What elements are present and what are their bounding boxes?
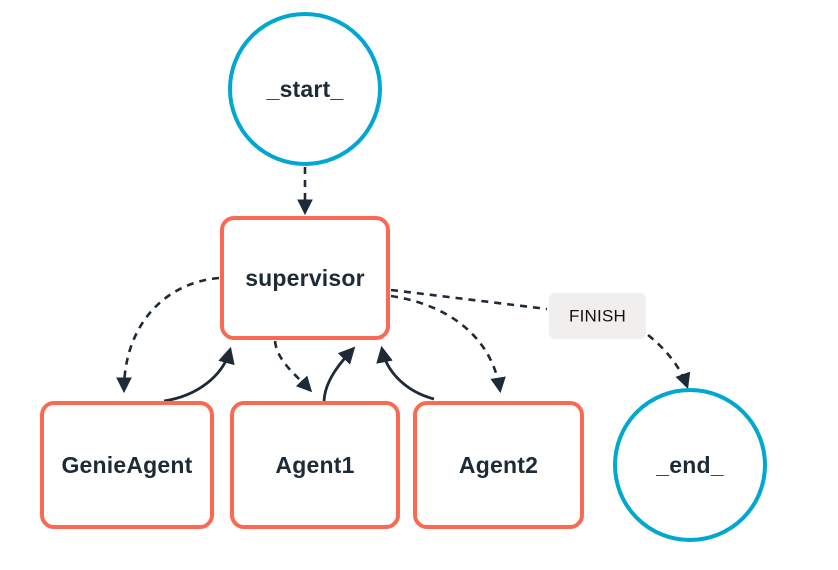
node-genieagent-shape[interactable] xyxy=(40,401,214,529)
node-agent1-label: Agent1 xyxy=(275,452,354,478)
node-agent1-shape[interactable] xyxy=(230,401,400,529)
node-start[interactable]: _start_ xyxy=(228,12,382,166)
edge-supervisor-to-agent2 xyxy=(390,294,506,394)
node-end-label: _end_ xyxy=(655,452,723,478)
nodes-layer: _start_ supervisor GenieAgent Agent1 Age… xyxy=(40,12,767,542)
node-agent2-label: Agent2 xyxy=(459,452,538,478)
edges-layer xyxy=(116,167,691,403)
node-start-shape[interactable] xyxy=(228,12,382,166)
edge-agent1-to-supervisor xyxy=(322,346,356,402)
edge-genieagent-to-supervisor xyxy=(163,346,235,403)
edge-label-finish: FINISH xyxy=(549,293,646,339)
node-agent1[interactable]: Agent1 xyxy=(230,401,400,529)
edge-supervisor-to-genieagent xyxy=(116,276,220,394)
node-genieagent[interactable]: GenieAgent xyxy=(40,401,214,529)
node-supervisor-label: supervisor xyxy=(245,265,365,291)
node-end[interactable]: _end_ xyxy=(613,388,767,542)
node-agent2-shape[interactable] xyxy=(413,401,584,529)
edge-supervisor-to-end xyxy=(390,288,548,311)
node-end-shape[interactable] xyxy=(613,388,767,542)
finish-label-background xyxy=(549,293,646,339)
node-supervisor[interactable]: supervisor xyxy=(220,216,390,340)
edge-supervisor-to-agent1 xyxy=(273,340,313,393)
edge-agent2-to-supervisor xyxy=(376,345,435,401)
node-supervisor-shape[interactable] xyxy=(220,216,390,340)
finish-label-text: FINISH xyxy=(569,306,626,325)
node-start-label: _start_ xyxy=(266,76,344,102)
edge-finish-to-end xyxy=(647,333,691,389)
node-agent2[interactable]: Agent2 xyxy=(413,401,584,529)
node-genieagent-label: GenieAgent xyxy=(61,452,192,478)
